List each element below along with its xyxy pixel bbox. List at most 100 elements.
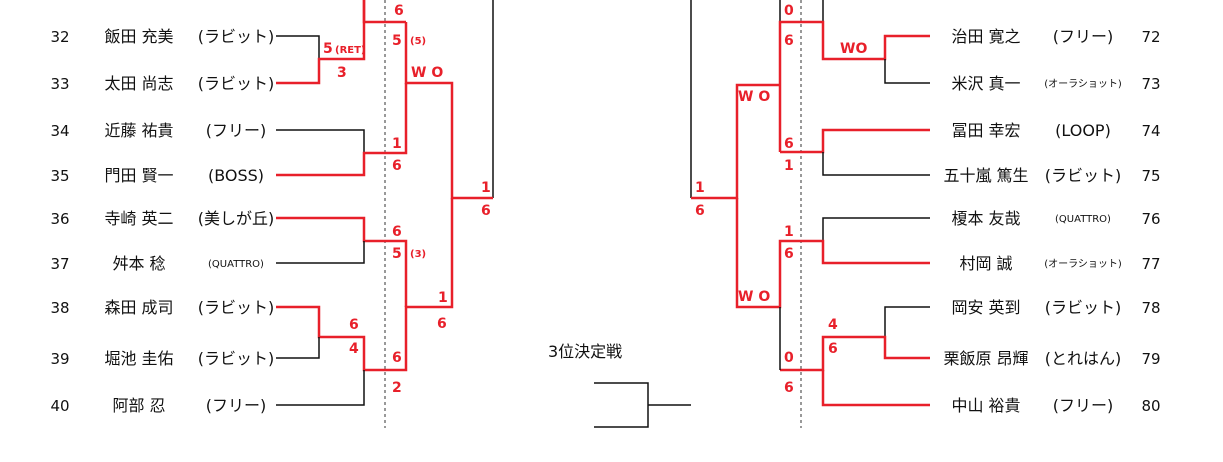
right-73-line — [884, 59, 930, 84]
player-club: (ラビット) — [198, 349, 275, 368]
score: 6 — [784, 380, 794, 396]
right-80-line — [821, 370, 930, 407]
player-club: (BOSS) — [208, 166, 264, 185]
player-number: 72 — [1141, 28, 1160, 46]
player-name: 舛本 稔 — [112, 254, 165, 273]
player-name: 寺崎 英二 — [104, 209, 173, 228]
right-78-line — [884, 306, 930, 337]
left-player-row: 36 寺崎 英二 (美しが丘) — [50, 209, 274, 228]
left-r3-top — [404, 22, 493, 200]
player-number: 80 — [1141, 397, 1160, 415]
score: 5 — [392, 246, 402, 262]
player-club: (ラビット) — [198, 74, 275, 93]
player-number: 75 — [1141, 167, 1160, 185]
score: 6 — [784, 246, 794, 262]
right-player-row: 岡安 英到 (ラビット) 78 — [951, 298, 1160, 317]
player-club: (LOOP) — [1055, 121, 1111, 140]
player-number: 36 — [50, 210, 69, 228]
player-number: 77 — [1141, 255, 1160, 273]
player-number: 34 — [50, 122, 69, 140]
left-39-line — [276, 337, 320, 359]
right-72-line — [778, 20, 930, 152]
player-name: 米沢 真一 — [951, 74, 1020, 93]
score: 0 — [784, 350, 794, 366]
score: 5 — [323, 41, 333, 57]
score: 6 — [349, 317, 359, 333]
score: 2 — [392, 380, 402, 396]
score: 0 — [784, 3, 794, 19]
left-bracket-lines — [276, 0, 494, 406]
player-name: 村岡 誠 — [959, 254, 1012, 273]
player-name: 中山 裕貴 — [951, 396, 1020, 415]
score: 1 — [695, 180, 705, 196]
player-name: 門田 賢一 — [104, 166, 173, 185]
player-club: (オーラショット) — [1044, 258, 1122, 270]
player-number: 32 — [50, 28, 69, 46]
player-name: 堀池 圭佑 — [104, 349, 173, 368]
player-club: (フリー) — [206, 121, 267, 140]
player-club: (ラビット) — [1045, 166, 1122, 185]
right-player-row: 五十嵐 篤生 (ラビット) 75 — [943, 166, 1160, 185]
player-number: 73 — [1141, 75, 1160, 93]
player-name: 栗飯原 昂輝 — [943, 349, 1028, 368]
right-79-line — [780, 335, 930, 372]
player-club: (QUATTRO) — [1055, 214, 1111, 225]
player-name: 近藤 祐貴 — [104, 121, 173, 140]
left-player-row: 40 阿部 忍 (フリー) — [50, 396, 266, 415]
left-player-row: 37 舛本 稔 (QUATTRO) — [50, 254, 264, 273]
player-name: 治田 寛之 — [951, 27, 1020, 46]
left-35-line — [276, 83, 408, 177]
player-name: 五十嵐 篤生 — [943, 166, 1028, 185]
left-34-line — [276, 129, 365, 153]
left-40-line — [276, 370, 365, 406]
player-number: 78 — [1141, 299, 1160, 317]
score: 3 — [337, 65, 347, 81]
score: 1 — [481, 180, 491, 196]
score: 4 — [828, 317, 838, 333]
right-scores: 0 6 WO W O 6 1 1 6 1 6 W O 4 6 0 6 — [695, 3, 867, 396]
third-place-label: 3位決定戦 — [548, 342, 622, 361]
third-place-line — [594, 382, 691, 428]
player-number: 37 — [50, 255, 69, 273]
player-name: 太田 尚志 — [104, 74, 173, 93]
player-number: 40 — [50, 397, 69, 415]
score: 6 — [392, 158, 402, 174]
player-name: 冨田 幸宏 — [951, 121, 1020, 140]
score: 6 — [784, 33, 794, 49]
player-club: (美しが丘) — [198, 209, 275, 228]
left-32-line — [276, 35, 320, 59]
score: W O — [738, 289, 770, 305]
left-player-row: 39 堀池 圭佑 (ラビット) — [50, 349, 274, 368]
left-player-row: 35 門田 賢一 (BOSS) — [50, 166, 264, 185]
score-note: (3) — [410, 249, 426, 260]
third-place-bracket — [594, 382, 691, 428]
score: WO — [840, 41, 867, 57]
left-scores: 6 5 (RET) 3 5 (5) W O 1 6 1 6 6 5 (3) 1 … — [323, 3, 491, 396]
right-74-line — [780, 128, 930, 154]
player-club: (フリー) — [1053, 396, 1114, 415]
score: 5 — [392, 33, 402, 49]
right-77-line — [735, 198, 930, 309]
player-number: 79 — [1141, 350, 1160, 368]
player-name: 榎本 友哉 — [951, 209, 1020, 228]
score: 6 — [828, 341, 838, 357]
player-number: 74 — [1141, 122, 1160, 140]
player-number: 38 — [50, 299, 69, 317]
player-number: 33 — [50, 75, 69, 93]
right-76-line — [822, 217, 930, 241]
player-club: (フリー) — [1053, 27, 1114, 46]
score: 6 — [392, 224, 402, 240]
left-player-list: 32 飯田 充美 (ラビット) 33 太田 尚志 (ラビット) 34 近藤 祐貴… — [50, 27, 274, 415]
right-75-line — [822, 152, 930, 176]
right-player-row: 村岡 誠 (オーラショット) 77 — [959, 254, 1160, 273]
player-number: 39 — [50, 350, 69, 368]
player-club: (ラビット) — [198, 298, 275, 317]
score: 6 — [481, 203, 491, 219]
player-name: 飯田 充美 — [104, 27, 173, 46]
player-club: (ラビット) — [198, 27, 275, 46]
player-number: 35 — [50, 167, 69, 185]
right-player-row: 中山 裕貴 (フリー) 80 — [951, 396, 1160, 415]
player-name: 阿部 忍 — [112, 396, 165, 415]
player-club: (ラビット) — [1045, 298, 1122, 317]
